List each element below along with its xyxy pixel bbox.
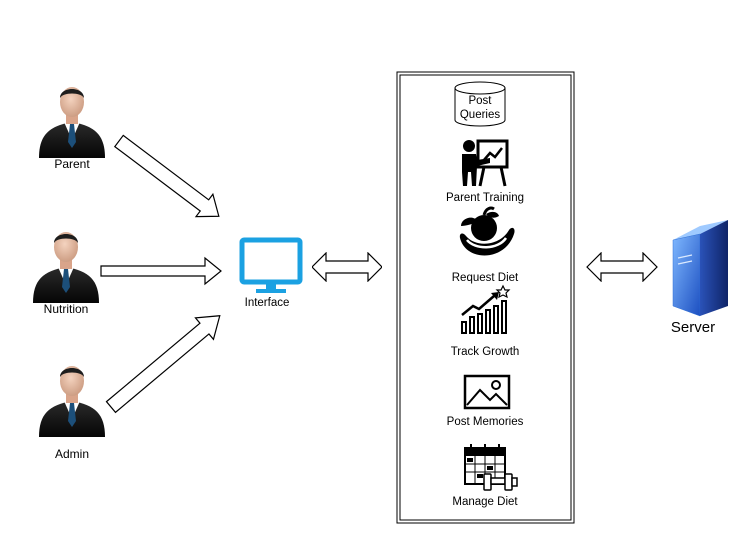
fruit-icon [459, 206, 515, 256]
arrow-nutrition-to-interface [100, 256, 222, 286]
arrow-admin-to-interface [105, 315, 221, 414]
parent-actor-icon [39, 87, 105, 158]
admin-label: Admin [54, 447, 89, 461]
manage-diet-label: Manage Diet [452, 496, 518, 508]
parent-training-label: Parent Training [446, 192, 524, 204]
nutrition-actor-icon [33, 232, 99, 303]
presentation-icon [462, 139, 509, 187]
monitor-icon [239, 237, 303, 293]
image-icon [463, 374, 511, 410]
server-icon [672, 220, 728, 317]
track-growth-label: Track Growth [450, 346, 520, 358]
post-queries-line1: Post [468, 95, 492, 107]
arrow-interface-features [312, 252, 382, 282]
arrow-features-server [586, 252, 658, 282]
database-icon [454, 81, 506, 127]
calendar-dumbbell-icon [464, 444, 518, 491]
server-label: Server [670, 319, 716, 336]
features-container [396, 71, 575, 524]
admin-actor-icon [39, 366, 105, 437]
interface-label: Interface [244, 297, 290, 309]
arrow-parent-to-interface [113, 134, 220, 218]
growth-chart-icon [461, 284, 511, 334]
post-memories-label: Post Memories [446, 416, 524, 428]
post-queries-line2: Queries [459, 109, 501, 121]
parent-label: Parent [54, 157, 90, 171]
nutrition-label: Nutrition [43, 302, 89, 316]
request-diet-label: Request Diet [451, 272, 519, 284]
